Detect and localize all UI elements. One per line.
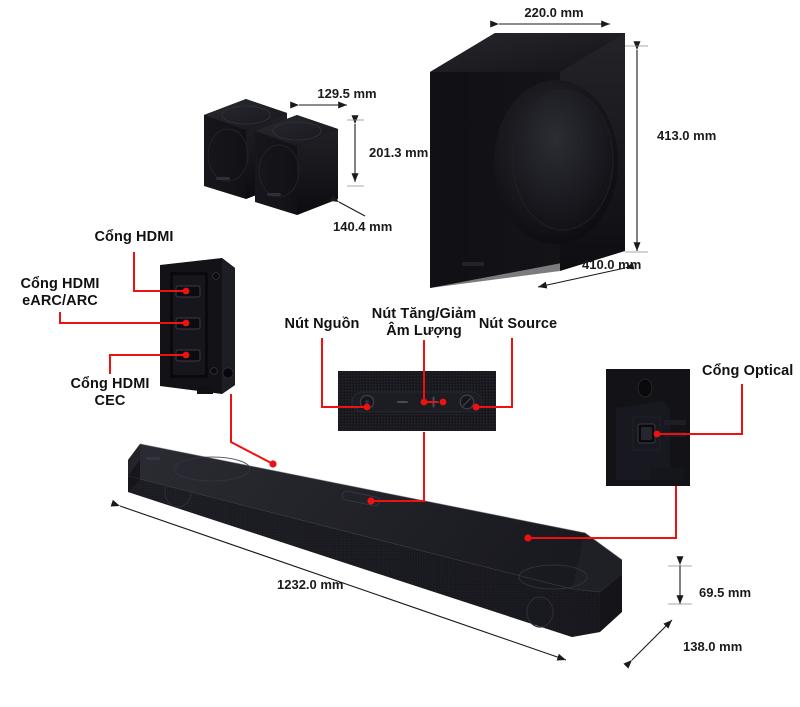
- rear-speaker-width-dim: 129.5 mm: [317, 86, 377, 101]
- soundbar-dimension-lines: [110, 499, 684, 669]
- callout-hdmi-earc-arc: Cổng HDMI eARC/ARC: [20, 276, 100, 309]
- optical-port-panel-illustration: [606, 369, 690, 486]
- rear-speakers-illustration: [204, 99, 366, 217]
- callout-hdmi-out: Cổng HDMI: [94, 229, 174, 245]
- rear-speaker-front: [255, 115, 338, 215]
- callout-leader-lines: [59, 252, 743, 539]
- callout-optical-port: Cổng Optical: [702, 363, 794, 379]
- rear-speaker-depth-dim: 140.4 mm: [333, 219, 393, 234]
- soundbar-height-dim: 69.5 mm: [699, 585, 752, 600]
- control-panel-illustration: [338, 371, 496, 431]
- rear-speaker-dimension-lines: [290, 101, 366, 217]
- callout-source-button: Nút Source: [478, 316, 558, 332]
- rear-speaker-height-dim: 201.3 mm: [369, 145, 429, 160]
- subwoofer-width-dim: 220.0 mm: [524, 5, 584, 20]
- subwoofer-depth-dim: 410.0 mm: [582, 257, 642, 272]
- subwoofer-height-dim: 413.0 mm: [657, 128, 717, 143]
- hdmi-port-panel-illustration: [160, 258, 235, 394]
- soundbar-illustration: [110, 443, 692, 669]
- volume-down-icon: [397, 401, 408, 403]
- callout-endpoint-dots: [182, 287, 661, 542]
- callout-power-button: Nút Nguồn: [284, 316, 360, 332]
- subwoofer-illustration: [430, 20, 648, 289]
- callout-volume-button: Nút Tăng/Giảm Âm Lượng: [371, 306, 477, 339]
- soundbar-length-dim: 1232.0 mm: [277, 577, 344, 592]
- subwoofer-dimension-lines: [490, 20, 641, 289]
- soundbar-depth-dim: 138.0 mm: [683, 639, 743, 654]
- callout-hdmi-cec: Cổng HDMI CEC: [70, 376, 150, 409]
